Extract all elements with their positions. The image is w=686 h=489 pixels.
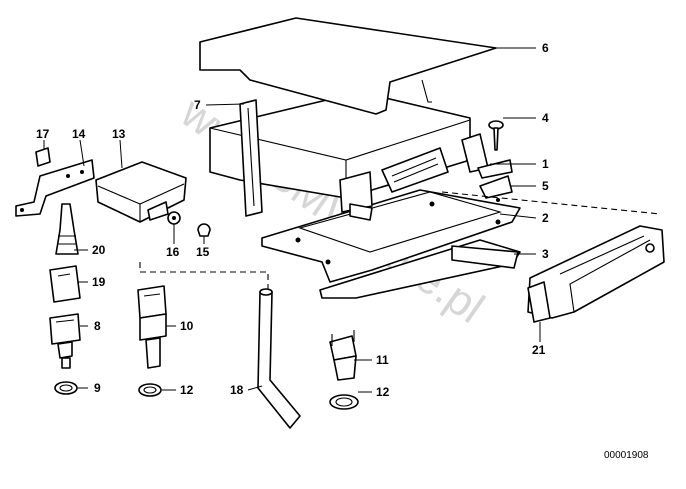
callout-11: 11: [376, 353, 389, 367]
callout-2: 2: [542, 211, 549, 225]
thermo-switch: [329, 330, 357, 381]
leader-lines: [43, 47, 541, 393]
diagram-reference-number: 00001908: [604, 450, 649, 461]
callout-15: 15: [196, 245, 210, 259]
callout-10: 10: [180, 319, 194, 333]
connector-housing: [527, 225, 665, 323]
callout-13: 13: [112, 127, 126, 141]
callout-16: 16: [166, 245, 180, 259]
callout-14: 14: [72, 127, 86, 141]
clip-bracket: [461, 133, 513, 179]
control-unit: [209, 91, 471, 221]
callout-8: 8: [94, 319, 101, 333]
callout-4: 4: [542, 111, 549, 125]
callout-12-left: 12: [180, 383, 194, 397]
rubber-boot: [55, 203, 79, 255]
seal-ring-2: [138, 383, 162, 397]
cover-plate: [199, 17, 497, 115]
mounting-plate: [261, 189, 521, 283]
callout-6: 6: [542, 41, 549, 55]
relay: [95, 161, 187, 223]
screw: [488, 120, 504, 151]
temperature-sensor: [49, 313, 81, 369]
seal-ring: [54, 381, 78, 395]
coolant-sensor: [137, 285, 167, 369]
nut: [35, 147, 51, 167]
callout-9: 9: [94, 381, 101, 395]
retaining-strap: [239, 99, 263, 217]
vacuum-hose: [257, 288, 301, 429]
callout-7: 7: [194, 98, 201, 112]
callout-1: 1: [542, 157, 549, 171]
callout-labels: 6 7 4 1 5 2 3 21 17 14 13 16 15 20 19 8 …: [36, 41, 549, 399]
relay-bracket: [15, 159, 95, 217]
callout-19: 19: [92, 275, 106, 289]
grommet: [197, 223, 211, 237]
bracket-strip: [319, 239, 521, 299]
callout-21: 21: [532, 343, 546, 357]
callout-18: 18: [230, 383, 244, 397]
callout-12-right: 12: [376, 385, 390, 399]
washer: [167, 211, 181, 225]
callout-5: 5: [542, 179, 549, 193]
callout-20: 20: [92, 243, 106, 257]
callout-17: 17: [36, 127, 50, 141]
callout-3: 3: [542, 247, 549, 261]
seal-ring-3: [329, 394, 359, 410]
mounting-clip: [479, 175, 513, 202]
connector-plug: [49, 265, 81, 303]
